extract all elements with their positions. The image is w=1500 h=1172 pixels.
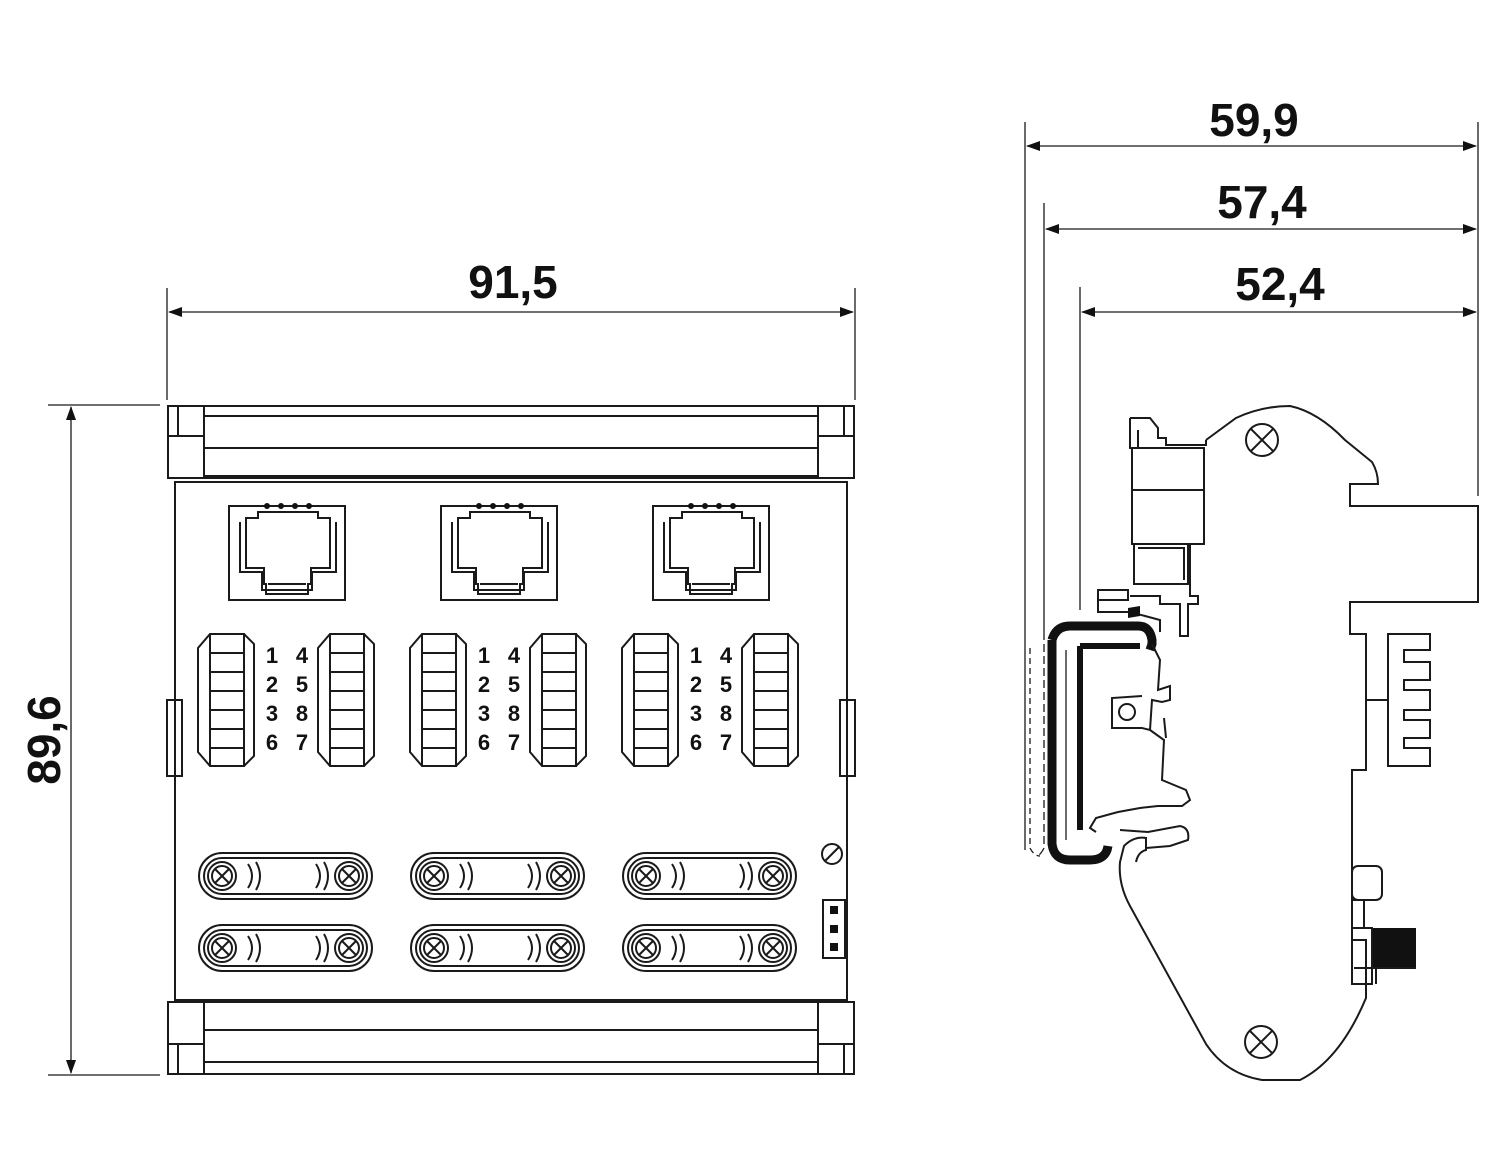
pin-label: 1 (690, 643, 702, 668)
terminal-block-right (317, 633, 375, 767)
pin-label: 3 (690, 701, 702, 726)
rj45-port-icon (440, 503, 558, 601)
rj45-port-icon (652, 503, 770, 601)
cross-screw-icon (419, 861, 449, 891)
cross-screw-icon (207, 861, 237, 891)
screw-bar-1 (198, 852, 373, 900)
side-view (1029, 404, 1479, 1081)
rj45-port-icon (228, 503, 346, 601)
screw-bar-1 (410, 852, 585, 900)
status-led-block (822, 899, 846, 959)
pin-label: 3 (266, 701, 278, 726)
pin-label: 8 (508, 701, 520, 726)
front-height-dimension: 89,6 (18, 404, 160, 1076)
pin-label: 4 (296, 643, 309, 668)
side-screw-bottom-icon (1244, 1025, 1278, 1059)
cross-screw-icon (631, 861, 661, 891)
cross-screw-icon (419, 933, 449, 963)
front-height-label: 89,6 (18, 695, 70, 785)
cross-screw-icon (758, 933, 788, 963)
side-screw-top-icon (1245, 423, 1279, 457)
terminal-block-left (409, 633, 467, 767)
pin-label: 4 (508, 643, 521, 668)
pin-label: 6 (690, 730, 702, 755)
cross-screw-icon (334, 933, 364, 963)
screw-bar-2 (410, 924, 585, 972)
terminal-block-right (529, 633, 587, 767)
pin-label: 2 (266, 672, 278, 697)
pin-label: 8 (296, 701, 308, 726)
pin-label: 5 (720, 672, 732, 697)
pin-label: 6 (478, 730, 490, 755)
screw-bar-2 (198, 924, 373, 972)
cross-screw-icon (758, 861, 788, 891)
pin-label: 6 (266, 730, 278, 755)
pin-label: 7 (296, 730, 308, 755)
pin-label: 5 (508, 672, 520, 697)
screw-bar-2 (622, 924, 797, 972)
front-width-label: 91,5 (468, 256, 558, 308)
cross-screw-icon (631, 933, 661, 963)
pin-label: 7 (508, 730, 520, 755)
cross-screw-icon (207, 933, 237, 963)
terminal-block-right (741, 633, 799, 767)
pin-label: 5 (296, 672, 308, 697)
side-inner-label: 52,4 (1235, 258, 1325, 310)
pin-label: 8 (720, 701, 732, 726)
pin-label: 2 (478, 672, 490, 697)
side-dimensions: 59,9 57,4 52,4 (1024, 94, 1479, 850)
cross-screw-icon (546, 933, 576, 963)
side-overall-label: 59,9 (1209, 94, 1299, 146)
cross-screw-icon (334, 861, 364, 891)
pin-label: 1 (478, 643, 490, 668)
terminal-block-left (197, 633, 255, 767)
pin-label: 2 (690, 672, 702, 697)
pin-label: 1 (266, 643, 278, 668)
front-width-dimension: 91,5 (166, 256, 856, 400)
pin-label: 3 (478, 701, 490, 726)
pin-label: 4 (720, 643, 733, 668)
ground-screw-icon (821, 843, 843, 865)
cross-screw-icon (546, 861, 576, 891)
terminal-block-left (621, 633, 679, 767)
side-mid-label: 57,4 (1217, 176, 1307, 228)
screw-bar-1 (622, 852, 797, 900)
pin-label: 7 (720, 730, 732, 755)
